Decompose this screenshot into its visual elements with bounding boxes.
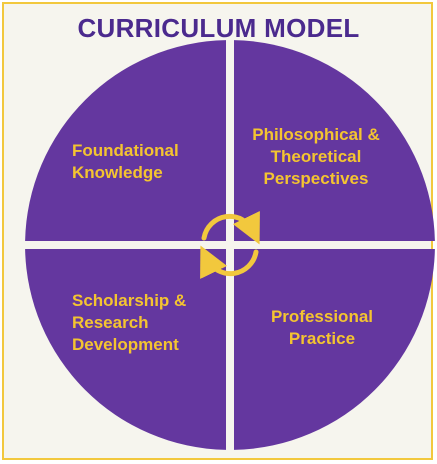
quadrant-bottom-right [234,249,435,450]
quadrant-label-scholarship-research: Scholarship & Research Development [72,291,187,354]
diagram-title: CURRICULUM MODEL [77,13,360,43]
quadrant-bottom-left [25,249,226,450]
quadrant-label-foundational-knowledge: Foundational Knowledge [72,141,179,182]
quadrant-top-left [25,40,226,241]
cycle-arrows-icon [200,210,260,280]
quadrant-label-philosophical-perspectives: Philosophical & Theoretical Perspectives [252,125,380,188]
quadrant-top-right [234,40,435,241]
quadrant-label-professional-practice: Professional Practice [270,307,374,348]
